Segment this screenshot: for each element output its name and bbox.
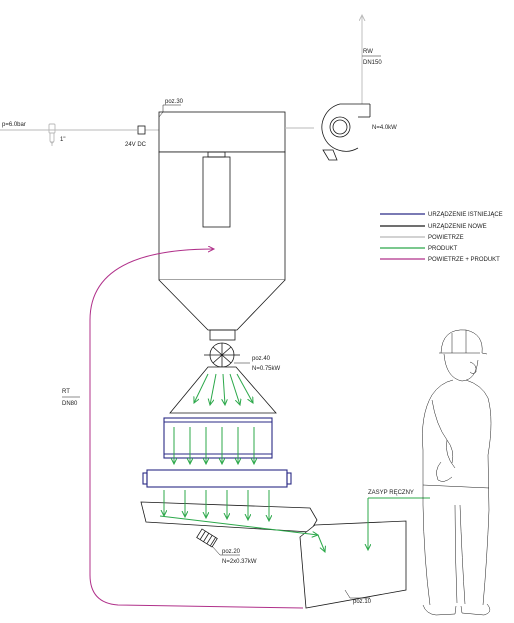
sieve-label: poz.20 bbox=[222, 549, 241, 555]
sieve-power-label: N=2x0.37kW bbox=[222, 559, 257, 565]
valve-label: 24V DC bbox=[125, 142, 147, 148]
pressure-label: p=6.0bar bbox=[2, 122, 26, 128]
rotary-valve-icon: poz.40 N=0.75kW bbox=[204, 342, 281, 372]
compressed-air-line: p=6.0bar bbox=[0, 122, 159, 131]
sieve-motor-icon bbox=[196, 528, 218, 548]
fan-power-label: N=4.0kW bbox=[372, 125, 397, 131]
legend-item-existing: URZĄDZENIE ISTNIEJĄCE bbox=[380, 212, 503, 218]
rotary-valve-label: poz.40 bbox=[252, 356, 271, 362]
svg-text:PRODUKT: PRODUKT bbox=[428, 246, 458, 252]
legend-item-air-product: POWIETRZE + PRODUKT bbox=[380, 257, 500, 263]
exhaust-dn-label: DN150 bbox=[363, 60, 382, 66]
vibrating-sieve: poz.20 N=2x0.37kW bbox=[140, 501, 318, 565]
legend-item-product: PRODUKT bbox=[380, 246, 458, 252]
filter-label: poz.30 bbox=[165, 99, 184, 105]
feed-hopper: poz.10 bbox=[299, 520, 407, 609]
svg-text:URZĄDZENIE ISTNIEJĄCE: URZĄDZENIE ISTNIEJĄCE bbox=[428, 212, 503, 218]
existing-sieve-screen bbox=[142, 469, 292, 488]
svg-text:URZĄDZENIE NOWE: URZĄDZENIE NOWE bbox=[428, 224, 487, 230]
distribution-hood bbox=[169, 366, 277, 414]
operator-figure bbox=[422, 329, 492, 616]
filter-cone bbox=[158, 279, 286, 341]
existing-sieve-frame bbox=[163, 417, 273, 459]
fitting-label: 1" bbox=[60, 137, 65, 143]
svg-text:POWIETRZE: POWIETRZE bbox=[428, 235, 464, 241]
fan-icon: N=4.0kW bbox=[321, 103, 397, 161]
legend-item-new: URZĄDZENIE NOWE bbox=[380, 224, 487, 230]
product-flow-arrows bbox=[159, 373, 325, 552]
exhaust-duct: RW DN150 bbox=[285, 15, 382, 129]
return-label: RT bbox=[62, 389, 70, 395]
exhaust-label: RW bbox=[363, 49, 373, 55]
return-line: RT DN80 bbox=[62, 249, 304, 609]
solenoid-valve-icon: 24V DC bbox=[125, 125, 147, 148]
legend-item-air: POWIETRZE bbox=[380, 235, 464, 241]
air-filter-icon: 1" bbox=[48, 123, 65, 146]
filter-unit: poz.30 bbox=[158, 99, 286, 281]
svg-text:POWIETRZE + PRODUKT: POWIETRZE + PRODUKT bbox=[428, 257, 500, 263]
rotary-power-label: N=0.75kW bbox=[252, 366, 281, 372]
manual-feed-label: ZASYP RĘCZNY bbox=[368, 490, 414, 496]
legend: URZĄDZENIE ISTNIEJĄCE URZĄDZENIE NOWE PO… bbox=[380, 212, 503, 263]
manual-feed-arrow: ZASYP RĘCZNY bbox=[368, 490, 430, 550]
return-dn-label: DN80 bbox=[62, 401, 78, 407]
hopper-label: poz.10 bbox=[353, 599, 372, 605]
